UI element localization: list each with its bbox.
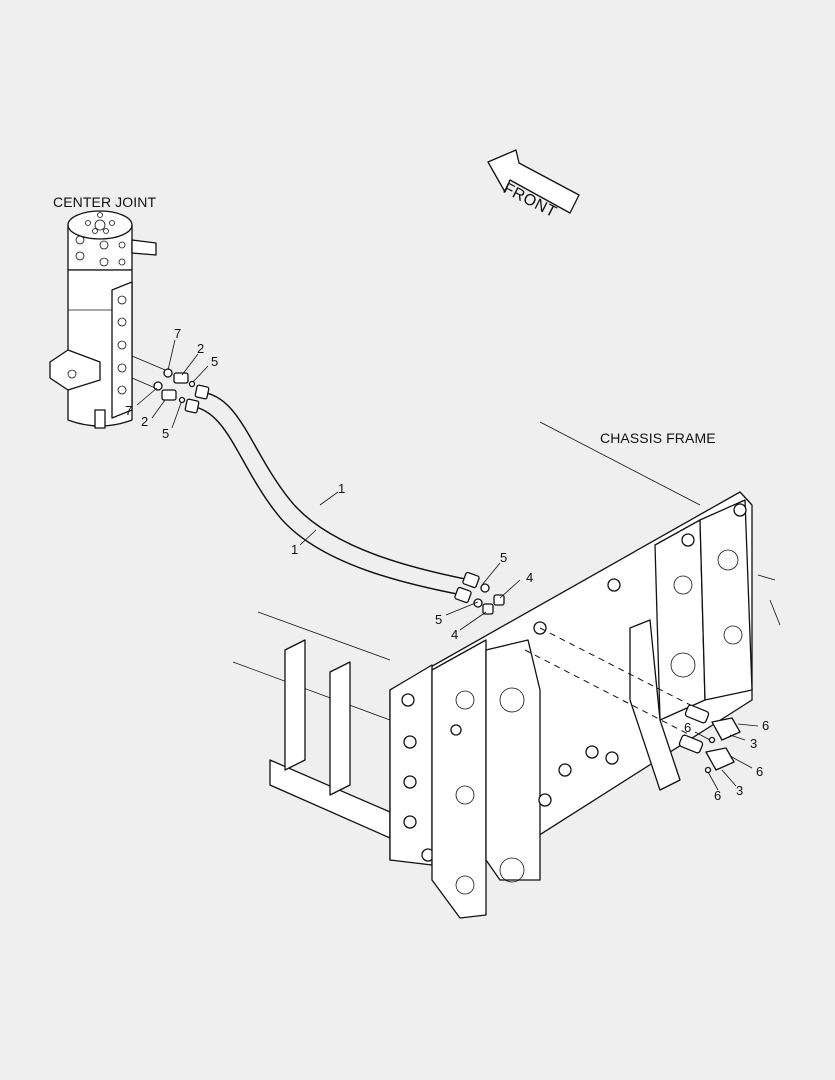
callout-5: 5 (500, 550, 508, 565)
callout-3: 3 (736, 783, 744, 798)
center-joint-fittings (131, 355, 196, 404)
callout-6: 6 (762, 718, 770, 733)
center-joint-label: CENTER JOINT (53, 194, 157, 210)
callout-5: 5 (162, 426, 170, 441)
right-fittings (678, 704, 741, 774)
chassis-frame (232, 421, 781, 919)
callout-2: 2 (141, 414, 149, 429)
callout-7: 7 (174, 326, 182, 341)
callout-4: 4 (451, 627, 459, 642)
callout-3: 3 (750, 736, 758, 751)
callout-6: 6 (714, 788, 722, 803)
hoses (184, 384, 505, 615)
front-arrow (487, 149, 580, 214)
center-joint (49, 210, 157, 429)
callout-5: 5 (211, 354, 219, 369)
callout-7: 7 (125, 403, 133, 418)
chassis-frame-label: CHASSIS FRAME (600, 430, 716, 446)
callout-2: 2 (197, 341, 205, 356)
callout-6: 6 (756, 764, 764, 779)
callout-5: 5 (435, 612, 443, 627)
callout-1: 1 (291, 542, 299, 557)
leader-lines (136, 339, 759, 791)
callout-1: 1 (338, 481, 346, 496)
callout-6: 6 (684, 720, 692, 735)
callout-4: 4 (526, 570, 534, 585)
